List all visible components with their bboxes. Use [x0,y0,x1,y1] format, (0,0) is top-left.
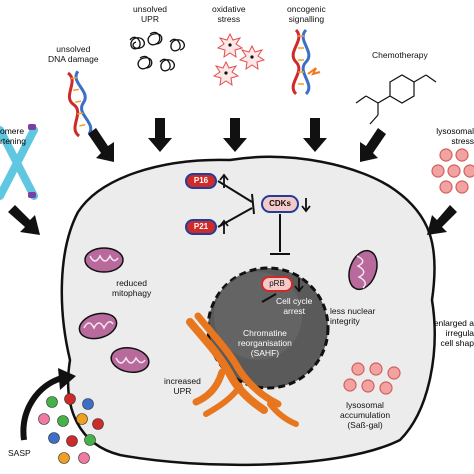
lysosomal-accumulation-label: lysosomal accumulation (Saß-gal) [340,400,391,430]
nucleus-highlight [214,272,302,360]
upr-protein-tangle [129,31,185,72]
chemotherapy-label: Chemotherapy [372,50,428,60]
increased-upr-label: increased UPR [164,376,201,396]
er-stack [186,312,299,427]
oncogenic-signalling-label: oncogenic signalling [287,4,326,24]
sasp-label: SASP [8,448,31,458]
telomere-chromosome [0,126,38,200]
sasp-arrowhead [58,368,76,390]
p21-label: P21 [193,222,209,231]
prb-label: pRB [269,279,285,288]
nucleus-label: Chromatine reorganisation (SAHF) [238,328,292,358]
sasp-dots [38,393,104,464]
enlarged-cell-label: enlarged a irregula cell shap [433,318,474,348]
inhibition-lines [217,180,290,303]
mitochondrion [348,249,378,291]
down-arrow-icon [301,198,311,213]
up-arrow-icon [219,173,229,188]
mitochondrion [110,346,150,374]
dna-damage-helix [66,70,93,138]
cdks-pill [261,195,299,213]
lysosomes-inside [343,362,401,395]
telomere-label: omere rtening [0,126,26,146]
chemotherapy-molecule [355,74,437,125]
oncogenic-helix [291,28,321,96]
p16-pill [185,173,217,189]
telomere-caps [28,124,36,198]
stress-arrows [8,118,457,235]
less-nuclear-integrity-label: less nuclear integrity [330,306,376,326]
upr-stressor-label: unsolved UPR [133,4,168,24]
sasp-curved-arrow [20,375,63,441]
mitochondrion [84,247,124,273]
lysosomal-stress-dots [431,148,474,194]
lysosomal-stress-label: lysosomal stress [436,126,474,146]
p21-pill [185,219,217,235]
prb-pill [261,276,293,292]
oxidative-stress-label: oxidative stress [212,4,246,24]
p16-label: P16 [193,176,209,185]
reduced-mitophagy-label: reduced mitophagy [112,278,152,298]
cdks-label: CDKs [269,199,291,208]
oxidative-stress-bursts [212,32,266,87]
cell-cycle-arrest-label: Cell cycle arrest [276,296,313,316]
dna-damage-label: unsolved DNA damage [48,44,99,64]
mitochondrion [78,312,118,340]
down-arrow-icon [294,278,304,293]
